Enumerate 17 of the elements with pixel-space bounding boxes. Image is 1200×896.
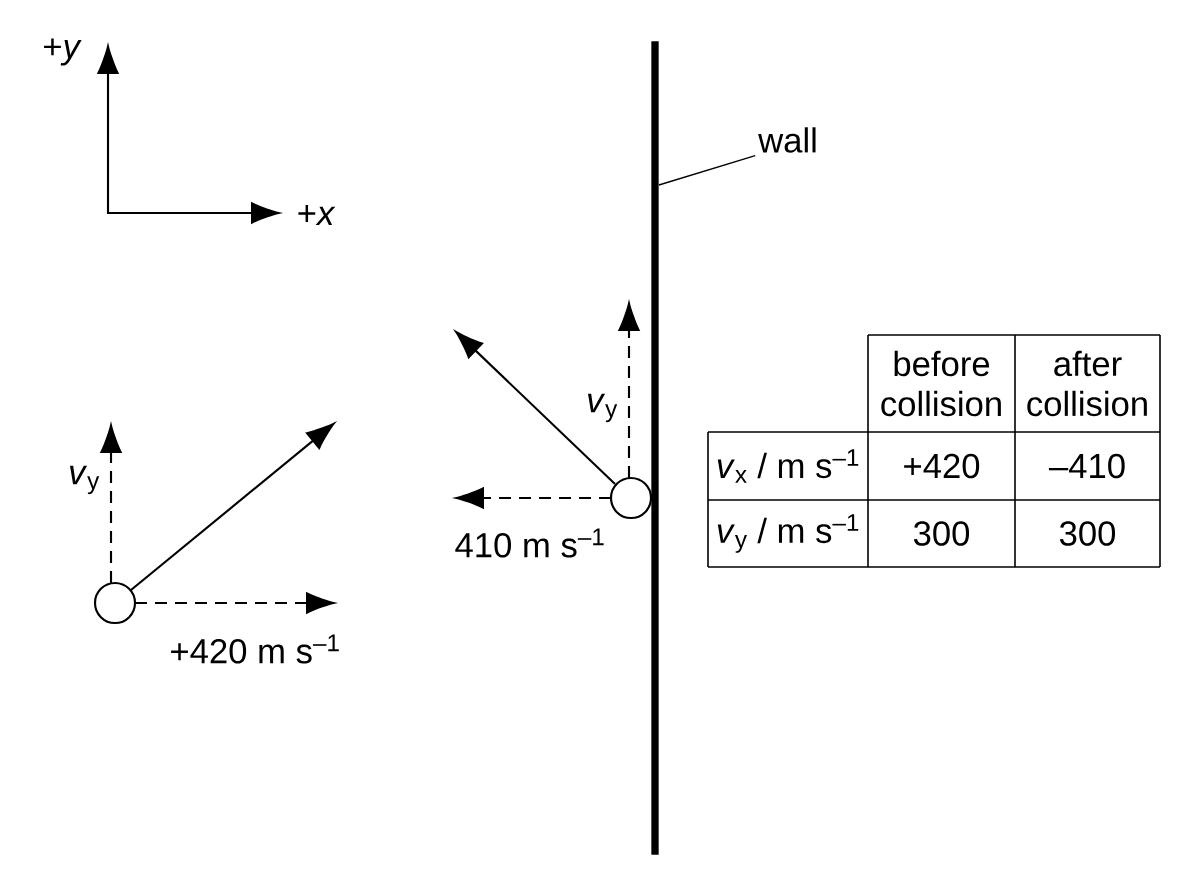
leader-line	[658, 155, 756, 186]
column-heading: before collision	[881, 350, 1001, 417]
table-value: –410	[1048, 453, 1125, 479]
table-value: +420	[904, 453, 980, 479]
speed-label: +420 m s$^{–1}$	[171, 634, 339, 664]
row-heading: v$_{x}$ / m s$^{–1}$	[717, 449, 859, 483]
column-heading: after collision	[1027, 350, 1147, 417]
wall	[651, 41, 659, 855]
speed-label: 410 m s$^{–1}$	[455, 528, 604, 558]
component-label: v$_{y}$	[70, 465, 100, 495]
axis-label: +y	[44, 38, 82, 66]
row-heading: v$_{y}$ / m s$^{–1}$	[717, 514, 859, 553]
wall-label: wall	[758, 127, 816, 153]
table-value: 300	[913, 521, 970, 546]
component-label: v$_{y}$	[588, 393, 618, 423]
table-value: 300	[1059, 521, 1116, 546]
axis-label: +x	[298, 205, 336, 225]
